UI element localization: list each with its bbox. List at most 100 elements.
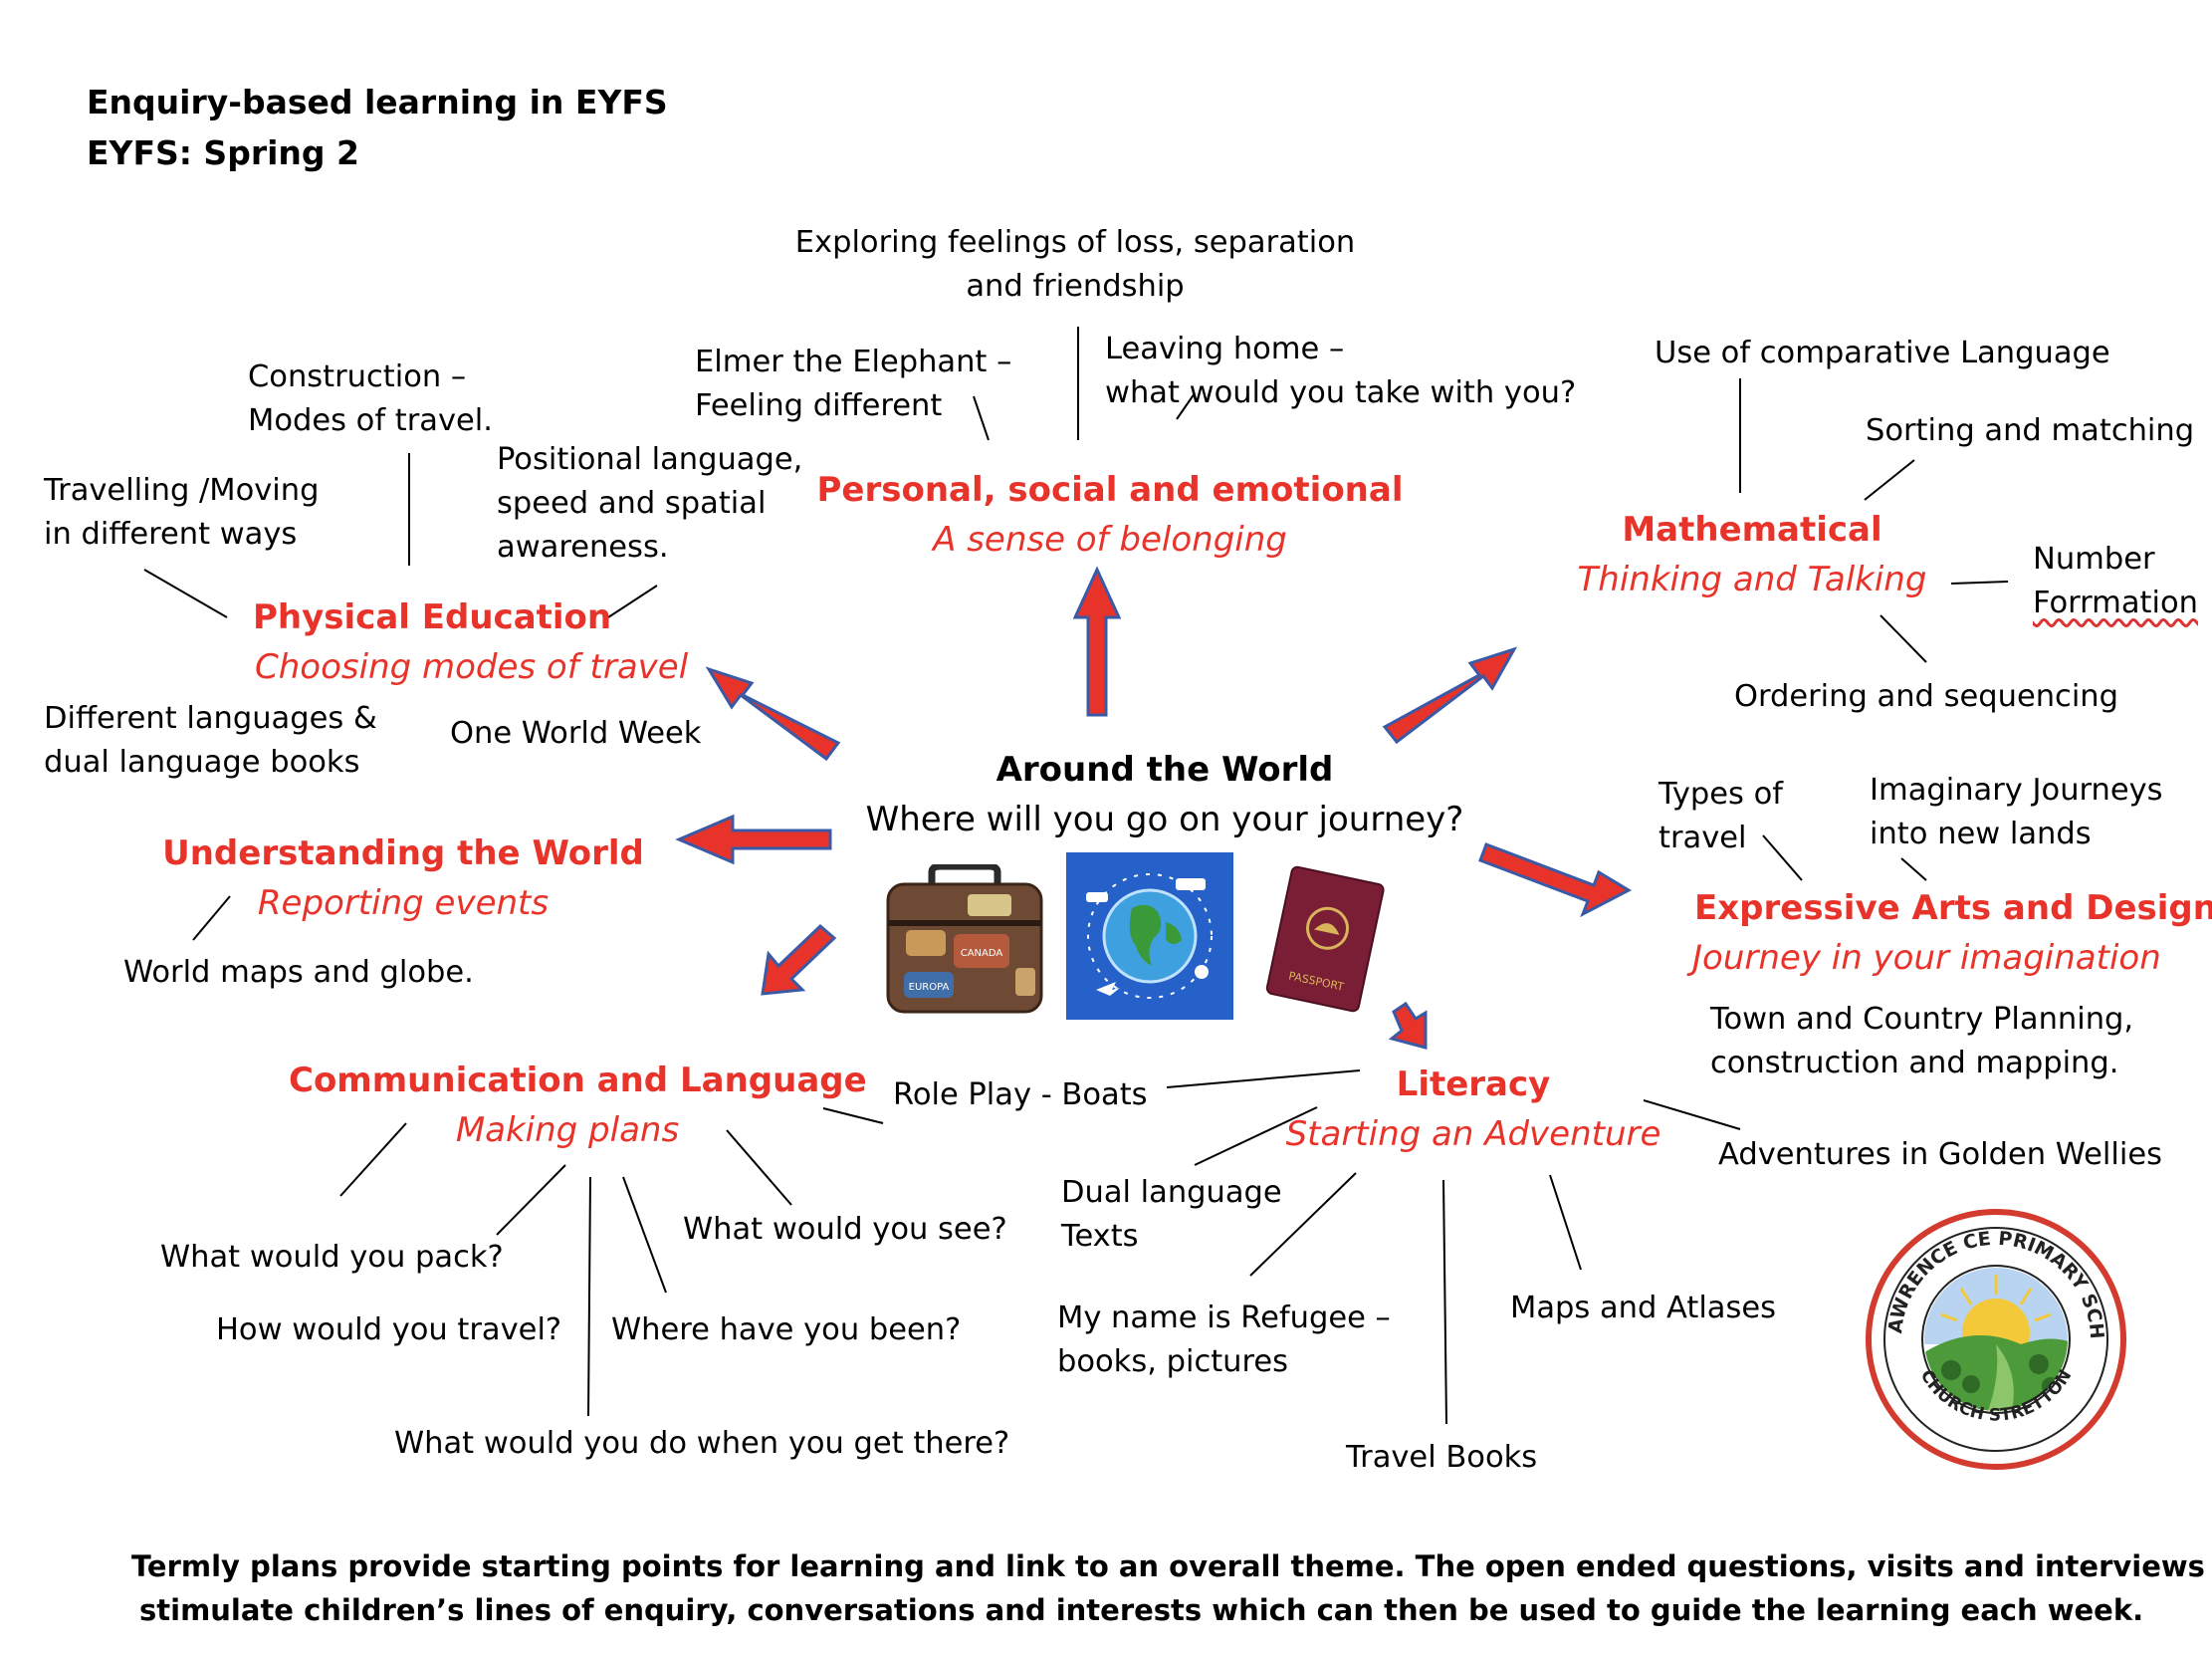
pe-note-line: Travelling /Moving [44, 473, 320, 508]
maths-note-formation: Forrmation [2033, 582, 2198, 625]
arrow-to-literacy [1388, 1001, 1428, 1050]
pse-note-line: and friendship [966, 269, 1185, 304]
literacy-heading: Literacy [1396, 1064, 1551, 1104]
connector-line [339, 1122, 407, 1197]
literacy-note-line: Texts [1061, 1219, 1139, 1254]
ead-note-types: Types of travel [1659, 773, 1783, 860]
utw-heading: Understanding the World [162, 833, 644, 873]
suitcase-image: EUROPA CANADA [886, 864, 1043, 1014]
footer-line-2: stimulate children’s lines of enquiry, c… [139, 1593, 2144, 1627]
cl-note-been: Where have you been? [611, 1312, 962, 1347]
connector-line [1864, 459, 1915, 501]
utw-note-maps: World maps and globe. [123, 955, 474, 990]
pse-note-leaving-home: Leaving home – what would you take with … [1105, 328, 1576, 415]
cl-note-do: What would you do when you get there? [394, 1426, 1010, 1461]
literacy-note-maps: Maps and Atlases [1510, 1291, 1777, 1325]
connector-line [1762, 834, 1803, 881]
ead-note-line: travel [1659, 821, 1747, 855]
pe-note-line: dual language books [44, 745, 360, 780]
connector-line [726, 1129, 792, 1206]
arrow-to-pe [705, 666, 841, 762]
literacy-note-dual-language: Dual language Texts [1061, 1171, 1282, 1259]
ead-note-imaginary: Imaginary Journeys into new lands [1870, 769, 2163, 856]
connector-line [1950, 581, 2009, 585]
center-question: Where will you go on your journey? [865, 800, 1464, 839]
arrow-to-ead [1478, 842, 1633, 918]
pse-note-line: Elmer the Elephant – [695, 345, 1012, 379]
connector-line [1249, 1172, 1357, 1277]
cl-heading: Communication and Language [289, 1061, 867, 1100]
connector-line [1549, 1174, 1582, 1271]
pse-subtitle: A sense of belonging [933, 520, 1287, 560]
maths-note-formation-text: Forrmation [2033, 586, 2198, 620]
passport-image: PASSPORT [1265, 865, 1385, 1013]
arrow-to-pse [1072, 566, 1122, 717]
ead-heading: Expressive Arts and Design [1694, 888, 2212, 928]
maths-note-ordering: Ordering and sequencing [1734, 679, 2118, 714]
pe-note-line: Construction – [248, 359, 467, 394]
connector-line [1880, 614, 1927, 663]
connector-line [607, 585, 658, 618]
literacy-note-travel-books: Travel Books [1346, 1440, 1538, 1475]
pe-heading: Physical Education [253, 597, 612, 637]
maths-note-number: Number [2033, 542, 2155, 577]
cl-subtitle: Making plans [455, 1110, 680, 1150]
arrow-to-maths [1382, 646, 1518, 745]
cl-note-pack: What would you pack? [160, 1240, 504, 1275]
connector-line [143, 569, 228, 618]
maths-note-sorting: Sorting and matching [1866, 413, 2195, 448]
literacy-subtitle: Starting an Adventure [1285, 1114, 1661, 1154]
connector-line [1166, 1069, 1361, 1088]
pse-note-line: Leaving home – [1105, 332, 1345, 366]
term-subtitle: EYFS: Spring 2 [87, 133, 359, 172]
pse-note-feelings: Exploring feelings of loss, separation a… [776, 221, 1374, 309]
literacy-note-wellies: Adventures in Golden Wellies [1718, 1137, 2162, 1172]
pe-note-positional: Positional language, speed and spatial a… [497, 438, 802, 570]
pe-subtitle: Choosing modes of travel [255, 647, 689, 687]
literacy-note-line: books, pictures [1057, 1344, 1289, 1379]
pe-note-line: Positional language, [497, 442, 803, 477]
ead-subtitle: Journey in your imagination [1692, 938, 2161, 978]
pe-note-line: speed and spatial [497, 486, 767, 521]
cl-note-role-play: Role Play - Boats [893, 1077, 1148, 1112]
cl-note-see: What would you see? [683, 1212, 1007, 1247]
arrow-to-cl [761, 923, 837, 996]
connector-line [1194, 1106, 1318, 1166]
pe-note-line: awareness. [497, 530, 669, 565]
literacy-note-refugee: My name is Refugee – books, pictures [1057, 1297, 1391, 1384]
pse-note-line: Exploring feelings of loss, separation [794, 225, 1356, 260]
connector-line [822, 1107, 884, 1124]
ead-note-line: Types of [1659, 777, 1784, 812]
connector-line [1442, 1179, 1447, 1425]
pse-note-elmer: Elmer the Elephant – Feeling different [695, 341, 1011, 428]
page-title: Enquiry-based learning in EYFS [87, 83, 668, 121]
footer-line-1: Termly plans provide starting points for… [131, 1549, 2205, 1583]
maths-subtitle: Thinking and Talking [1577, 560, 1927, 599]
literacy-note-line: My name is Refugee – [1057, 1300, 1391, 1335]
suitcase-label: EUROPA [909, 982, 950, 993]
pse-note-line: Feeling different [695, 388, 943, 423]
literacy-note-line: Dual language [1061, 1175, 1282, 1210]
globe-image [1066, 852, 1233, 1020]
connector-line [587, 1176, 591, 1417]
center-title: Around the World [995, 750, 1334, 790]
connector-line [1643, 1099, 1741, 1130]
suitcase-label: CANADA [961, 948, 1003, 959]
pse-note-line: what would you take with you? [1105, 375, 1577, 410]
connector-line [973, 395, 990, 441]
ead-note-line: Imaginary Journeys [1870, 773, 2163, 808]
pe-note-line: in different ways [44, 517, 298, 552]
connector-line [192, 895, 231, 941]
pe-note-construction: Construction – Modes of travel. [248, 355, 493, 443]
maths-note-comparative: Use of comparative Language [1655, 336, 2110, 370]
ead-note-line: into new lands [1870, 817, 2092, 851]
pse-heading: Personal, social and emotional [816, 470, 1404, 510]
ead-note-line: Town and Country Planning, [1710, 1002, 2134, 1037]
pe-note-line: Different languages & [44, 701, 377, 736]
connector-line [496, 1164, 566, 1236]
connector-line [622, 1176, 667, 1294]
pe-note-languages: Different languages & dual language book… [44, 697, 377, 785]
pe-note-line: Modes of travel. [248, 403, 493, 438]
